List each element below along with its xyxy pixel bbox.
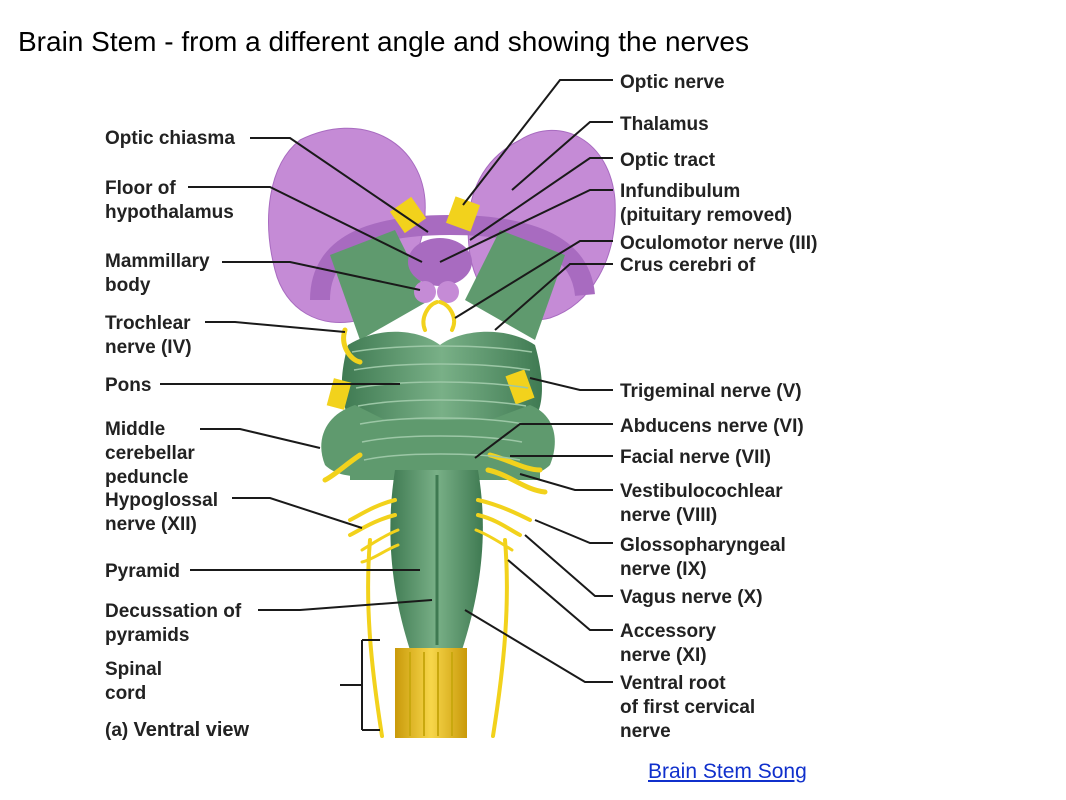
left-mammillary-body [414, 281, 436, 303]
label-infundibulum: Infundibulum(pituitary removed) [620, 181, 792, 226]
label-pons: Pons [105, 375, 151, 396]
leader-glossopharyngeal [534, 519, 613, 544]
slide-title: Brain Stem - from a different angle and … [18, 26, 749, 57]
leader-optic-chiasma [250, 137, 429, 233]
hypoglossal-rootlets [360, 528, 514, 564]
pons-striation [355, 381, 529, 389]
cranial-nerves [322, 300, 548, 738]
leader-ventral-root [464, 609, 613, 683]
leader-mammillary-body [222, 261, 421, 291]
leader-infundibulum [439, 189, 613, 263]
pons-striation [357, 399, 527, 407]
leader-thalamus [511, 121, 613, 191]
pons-striation [359, 417, 525, 425]
leader-optic-nerve [462, 79, 613, 206]
label-optic-tract: Optic tract [620, 150, 716, 171]
leader-decussation [258, 599, 433, 611]
trigeminal-nerve-left [326, 378, 352, 410]
brainstem-illustration [268, 127, 616, 738]
leader-lines [160, 79, 613, 731]
label-thalamus: Thalamus [620, 114, 709, 135]
leader-vagus [524, 534, 613, 597]
leader-trigeminal [529, 377, 613, 391]
label-oculomotor: Oculomotor nerve (III) [620, 233, 817, 254]
spinal-cord-bracket [340, 639, 380, 731]
accessory-nerve-shape [366, 538, 509, 738]
spinal-cord-shape [395, 648, 467, 738]
right-optic-nerve [445, 196, 481, 232]
pons-striation [353, 363, 531, 371]
glossopharyngeal-vagus-nerves [348, 498, 532, 537]
label-pyramid: Pyramid [105, 561, 180, 582]
right-mammillary-body [437, 281, 459, 303]
leader-crus-cerebri [494, 263, 613, 331]
label-abducens: Abducens nerve (VI) [620, 416, 804, 437]
left-crus-cerebri [330, 230, 430, 340]
label-crus-cerebri: Crus cerebri of [620, 255, 756, 276]
label-optic-nerve: Optic nerve [620, 72, 725, 93]
trochlear-nerve-shape [341, 327, 363, 365]
brain-stem-song-link[interactable]: Brain Stem Song [648, 760, 807, 783]
leader-accessory [507, 559, 613, 631]
spinal-cord-stripes [409, 652, 453, 736]
pons-striation [351, 345, 533, 353]
label-trigeminal: Trigeminal nerve (V) [620, 381, 802, 402]
leader-middle-cerebellar [200, 428, 321, 449]
caption-text: Ventral view [134, 719, 250, 741]
pons-striation [361, 435, 523, 443]
leader-optic-tract [469, 157, 613, 241]
right-crus-cerebri [465, 230, 565, 340]
leader-trochlear [205, 321, 346, 333]
label-vagus: Vagus nerve (X) [620, 587, 763, 608]
leader-hypoglossal [232, 497, 363, 529]
oculomotor-nerve-shape [421, 300, 457, 332]
label-optic-chiasma: Optic chiasma [105, 128, 235, 149]
leader-oculomotor [454, 240, 613, 319]
leader-abducens [474, 423, 613, 459]
pons-striation [363, 453, 521, 461]
label-facial: Facial nerve (VII) [620, 447, 771, 468]
diagram-caption: (a) Ventral view [105, 719, 250, 741]
leader-floor-hypothalamus [188, 186, 423, 263]
caption-letter: (a) [105, 720, 134, 741]
leader-vestibulocochlear [519, 473, 613, 491]
